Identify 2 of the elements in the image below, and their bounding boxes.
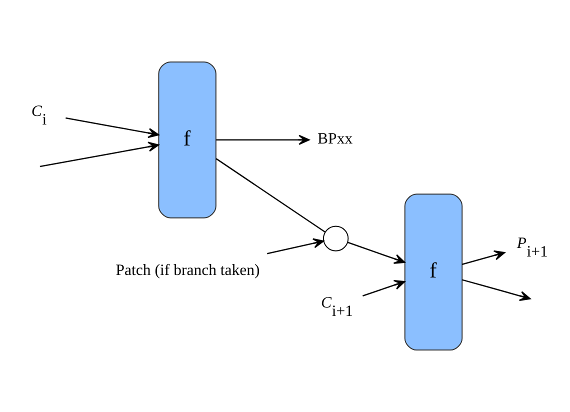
node-text: Patch (if branch taken) (116, 262, 260, 279)
node-text: BPxx (318, 130, 353, 148)
